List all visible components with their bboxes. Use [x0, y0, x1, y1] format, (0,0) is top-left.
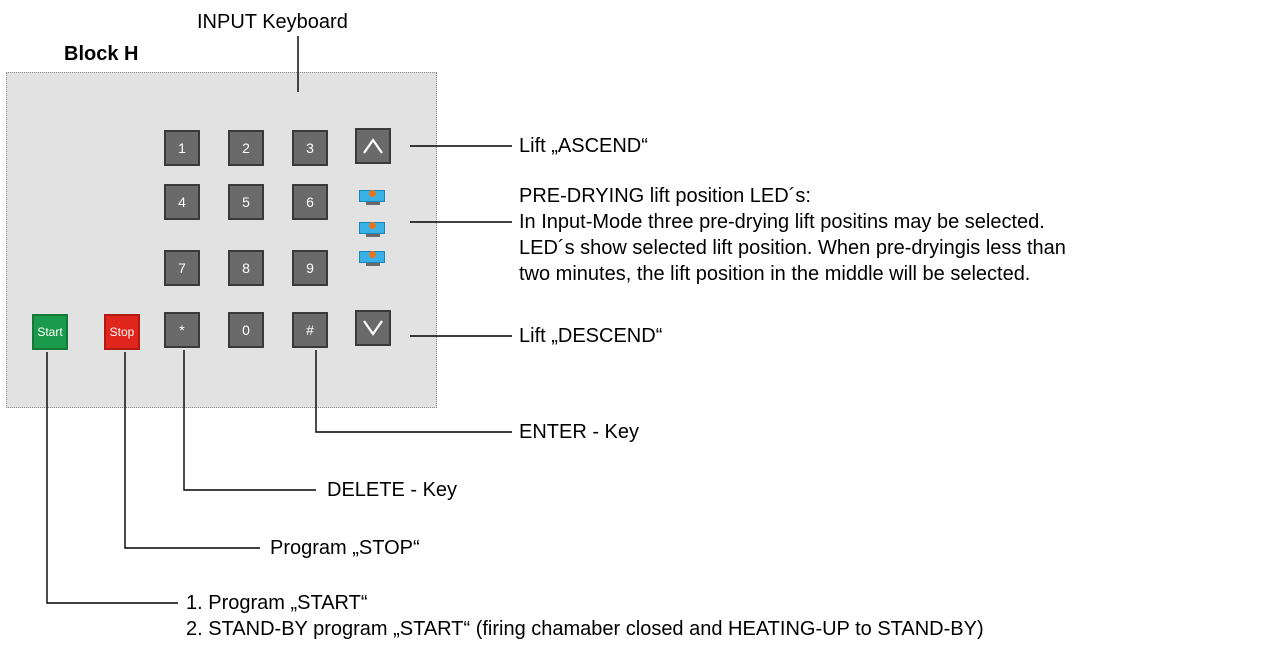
led-position-top — [359, 190, 385, 205]
ascend-button[interactable] — [355, 128, 391, 164]
descend-button[interactable] — [355, 310, 391, 346]
enter-key[interactable]: # — [292, 312, 328, 348]
chevron-down-icon — [363, 320, 383, 336]
key-0[interactable]: 0 — [228, 312, 264, 348]
descend-label: Lift „DESCEND“ — [519, 325, 663, 347]
predrying-title: PRE-DRYING lift position LED´s: — [519, 185, 811, 207]
delete-label: DELETE - Key — [327, 479, 458, 501]
stop-label: Program „STOP“ — [270, 537, 420, 559]
start-label-1: 1. Program „START“ — [186, 592, 368, 614]
key-8[interactable]: 8 — [228, 250, 264, 286]
start-label-2: 2. STAND-BY program „START“ (firing cham… — [186, 618, 984, 640]
predrying-text-3: two minutes, the lift position in the mi… — [519, 263, 1031, 285]
key-4[interactable]: 4 — [164, 184, 200, 220]
predrying-text-2: LED´s show selected lift position. When … — [519, 237, 1066, 259]
led-position-bottom — [359, 251, 385, 266]
led-position-middle — [359, 222, 385, 237]
key-7[interactable]: 7 — [164, 250, 200, 286]
key-3[interactable]: 3 — [292, 130, 328, 166]
key-9[interactable]: 9 — [292, 250, 328, 286]
key-1[interactable]: 1 — [164, 130, 200, 166]
stop-button[interactable]: Stop — [104, 314, 140, 350]
ascend-label: Lift „ASCEND“ — [519, 135, 648, 157]
start-button[interactable]: Start — [32, 314, 68, 350]
chevron-up-icon — [363, 138, 383, 154]
delete-key[interactable]: * — [164, 312, 200, 348]
key-2[interactable]: 2 — [228, 130, 264, 166]
key-5[interactable]: 5 — [228, 184, 264, 220]
key-6[interactable]: 6 — [292, 184, 328, 220]
predrying-text-1: In Input-Mode three pre-drying lift posi… — [519, 211, 1045, 233]
enter-label: ENTER - Key — [519, 421, 640, 443]
panel-title: INPUT Keyboard — [197, 11, 348, 33]
block-title: Block H — [64, 43, 139, 65]
